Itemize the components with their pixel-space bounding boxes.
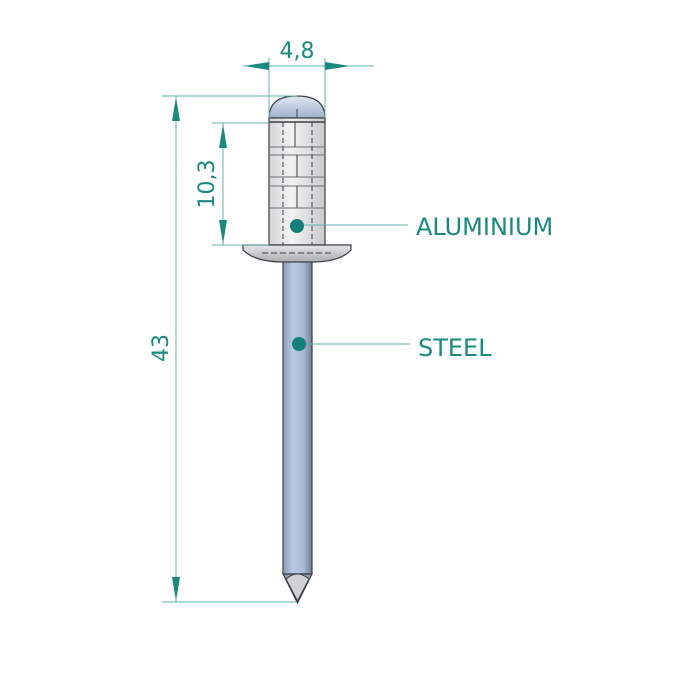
mandrel bbox=[282, 257, 313, 605]
dimension-head-diameter bbox=[243, 58, 374, 118]
dimension-body-length-value: 10,3 bbox=[195, 160, 220, 209]
dimension-total-length bbox=[162, 95, 297, 603]
material-label-steel: STEEL bbox=[418, 334, 492, 362]
rivet-body bbox=[242, 95, 352, 263]
callout-steel bbox=[292, 337, 410, 351]
dimension-total-length-value: 43 bbox=[149, 334, 174, 362]
callout-aluminium bbox=[290, 219, 408, 233]
material-label-aluminium: ALUMINIUM bbox=[416, 213, 553, 241]
dimension-body-length bbox=[212, 122, 269, 246]
dimension-head-diameter-value: 4,8 bbox=[280, 39, 315, 64]
